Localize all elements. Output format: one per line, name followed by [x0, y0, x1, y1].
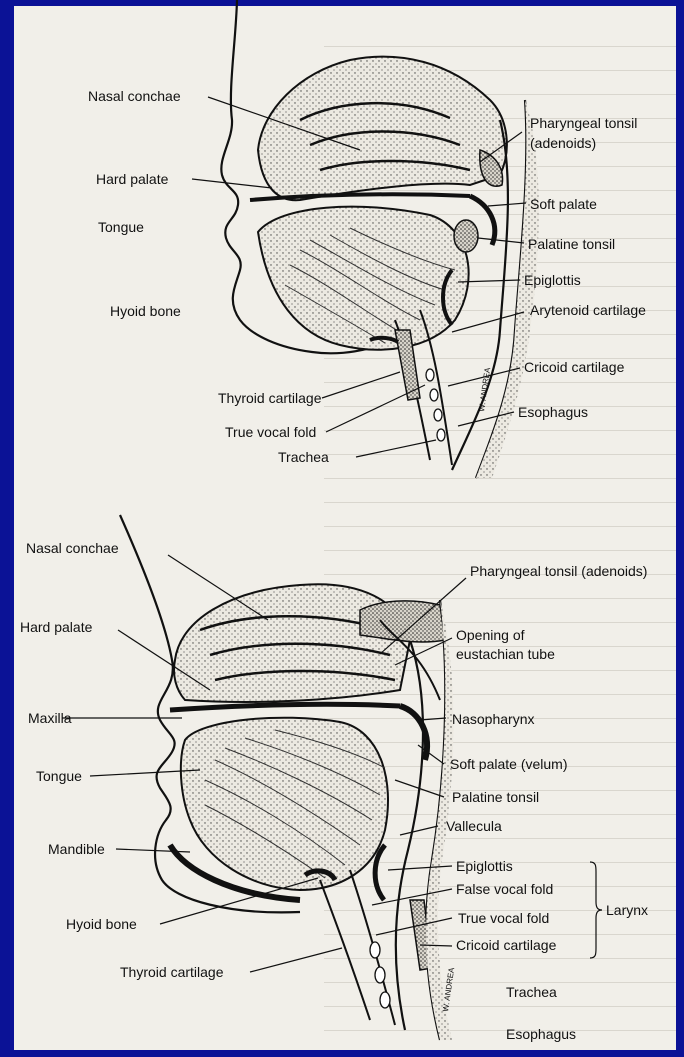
upper-tongue — [258, 207, 469, 350]
lower-head-figure — [120, 515, 453, 1040]
upper-label-trachea: Trachea — [278, 449, 329, 465]
lower-label-true-vocal-fold: True vocal fold — [458, 910, 549, 926]
upper-label-hyoid-bone: Hyoid bone — [110, 303, 181, 319]
lower-label-epiglottis: Epiglottis — [456, 858, 513, 874]
lower-label-false-vocal-fold: False vocal fold — [456, 881, 553, 897]
lower-tongue — [181, 718, 388, 890]
lower-label-soft-palate-velum: Soft palate (velum) — [450, 756, 568, 772]
lower-label-opening-line2: eustachian tube — [456, 646, 555, 662]
upper-label-pharyngeal-tonsil: Pharyngeal tonsil — [530, 115, 637, 131]
lower-signature: W. ANDREA — [441, 966, 456, 1012]
lower-label-tongue: Tongue — [36, 768, 82, 784]
lower-label-palatine-tonsil: Palatine tonsil — [452, 789, 539, 805]
upper-label-epiglottis: Epiglottis — [524, 272, 581, 288]
lower-label-pharyngeal-tonsil-adenoids: Pharyngeal tonsil (adenoids) — [470, 563, 647, 579]
lower-label-larynx: Larynx — [606, 902, 648, 918]
upper-label-esophagus: Esophagus — [518, 404, 588, 420]
lower-label-nasopharynx: Nasopharynx — [452, 711, 535, 727]
lower-label-hyoid-bone: Hyoid bone — [66, 916, 137, 932]
lower-label-nasal-conchae: Nasal conchae — [26, 540, 119, 556]
upper-label-true-vocal-fold: True vocal fold — [225, 424, 316, 440]
lower-label-cricoid-cartilage: Cricoid cartilage — [456, 937, 556, 953]
lower-label-mandible: Mandible — [48, 841, 105, 857]
lower-label-opening-line1: Opening of — [456, 627, 525, 643]
upper-label-arytenoid-cartilage: Arytenoid cartilage — [530, 302, 646, 318]
upper-label-nasal-conchae: Nasal conchae — [88, 88, 181, 104]
lower-label-trachea: Trachea — [506, 984, 557, 1000]
upper-label-thyroid-cartilage: Thyroid cartilage — [218, 390, 322, 406]
upper-label-tongue: Tongue — [98, 219, 144, 235]
upper-label-soft-palate: Soft palate — [530, 196, 597, 212]
upper-nasal-cavity — [258, 57, 507, 201]
upper-label-hard-palate: Hard palate — [96, 171, 168, 187]
upper-label-adenoids: (adenoids) — [530, 135, 596, 151]
upper-signature: W. ANDREA — [477, 366, 492, 412]
upper-label-cricoid-cartilage: Cricoid cartilage — [524, 359, 624, 375]
lower-label-vallecula: Vallecula — [446, 818, 502, 834]
lower-label-thyroid-cartilage: Thyroid cartilage — [120, 964, 224, 980]
lower-label-hard-palate: Hard palate — [20, 619, 92, 635]
lower-label-esophagus: Esophagus — [506, 1026, 576, 1042]
upper-label-palatine-tonsil: Palatine tonsil — [528, 236, 615, 252]
lower-label-maxilla: Maxilla — [28, 710, 72, 726]
